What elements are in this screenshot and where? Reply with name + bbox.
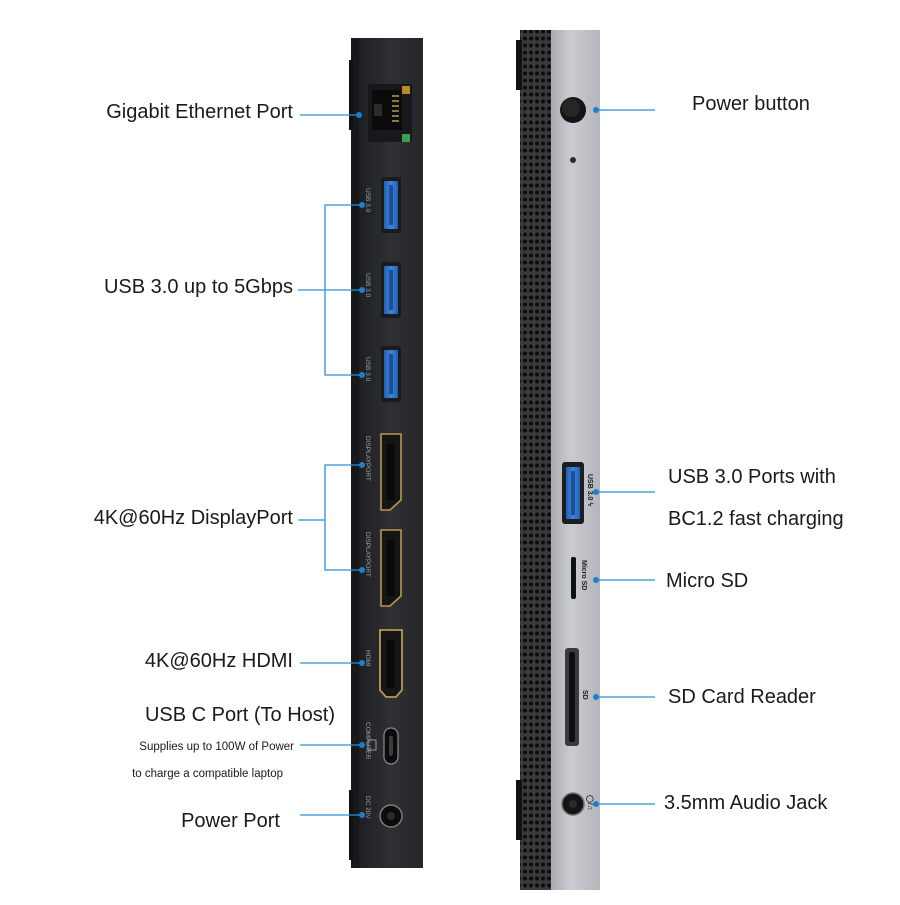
label-usb-c-note-1: Supplies up to 100W of Power (139, 741, 294, 753)
dc-mark: DC 20V (364, 796, 371, 819)
micro-sd-slot (571, 557, 576, 599)
label-power-button: Power button (692, 93, 810, 115)
label-sd-card-reader: SD Card Reader (668, 686, 816, 708)
displayport-1 (380, 433, 402, 511)
label-displayport: 4K@60Hz DisplayPort (93, 507, 293, 529)
usb3-port-2 (381, 262, 401, 318)
power-button (560, 97, 586, 123)
usb-mark-3: USB 3.0 (364, 357, 371, 382)
dp-mark-1: DISPLAYPORT (364, 436, 371, 481)
sd-mark: SD (581, 690, 588, 700)
left-device-side-edge (351, 38, 361, 868)
micro-sd-mark: Micro SD (580, 560, 587, 590)
grip-strip (520, 30, 552, 890)
sd-card-slot (565, 648, 579, 746)
ethernet-port (368, 84, 412, 142)
left-device: USB 3.0 USB 3.0 USB 3.0 DISPLAYPORT DISP… (349, 38, 423, 868)
right-device-body (551, 30, 600, 890)
label-usb-c: USB C Port (To Host) (144, 704, 335, 726)
usb3-port-3 (381, 346, 401, 402)
label-audio-jack: 3.5mm Audio Jack (664, 792, 828, 814)
label-usb3: USB 3.0 up to 5Gbps (103, 276, 293, 298)
audio-jack (561, 792, 585, 816)
dc-power-port (379, 804, 403, 828)
hdmi-mark: HDMI (364, 650, 371, 667)
label-hdmi: 4K@60Hz HDMI (144, 650, 293, 672)
label-power-port: Power Port (181, 810, 280, 832)
usb-mark-1: USB 3.0 (364, 188, 371, 213)
label-usb-c-note-2: to charge a compatible laptop (132, 768, 283, 780)
usb-charging-port (562, 462, 584, 524)
label-usb-charging-1: USB 3.0 Ports with (668, 466, 836, 488)
usb-charge-mark: USB 3.0 ϟ (586, 474, 593, 506)
usb3-port-1 (381, 177, 401, 233)
status-led (570, 157, 576, 163)
dp-mark-2: DISPLAYPORT (364, 532, 371, 577)
displayport-2 (380, 529, 402, 607)
callout-lines (298, 109, 655, 816)
right-device: USB 3.0 ϟ Micro SD SD ◯/♫ (516, 30, 600, 890)
callout-dots (356, 107, 599, 818)
computer-mark: COMPUTER (364, 722, 371, 760)
label-gigabit-ethernet: Gigabit Ethernet Port (106, 101, 293, 123)
hdmi-port (379, 629, 403, 698)
label-micro-sd: Micro SD (666, 570, 749, 592)
usb-mark-2: USB 3.0 (364, 273, 371, 298)
audio-mark: ◯/♫ (586, 795, 594, 810)
usb-c-port (367, 727, 399, 765)
label-usb-charging-2: BC1.2 fast charging (668, 508, 844, 530)
